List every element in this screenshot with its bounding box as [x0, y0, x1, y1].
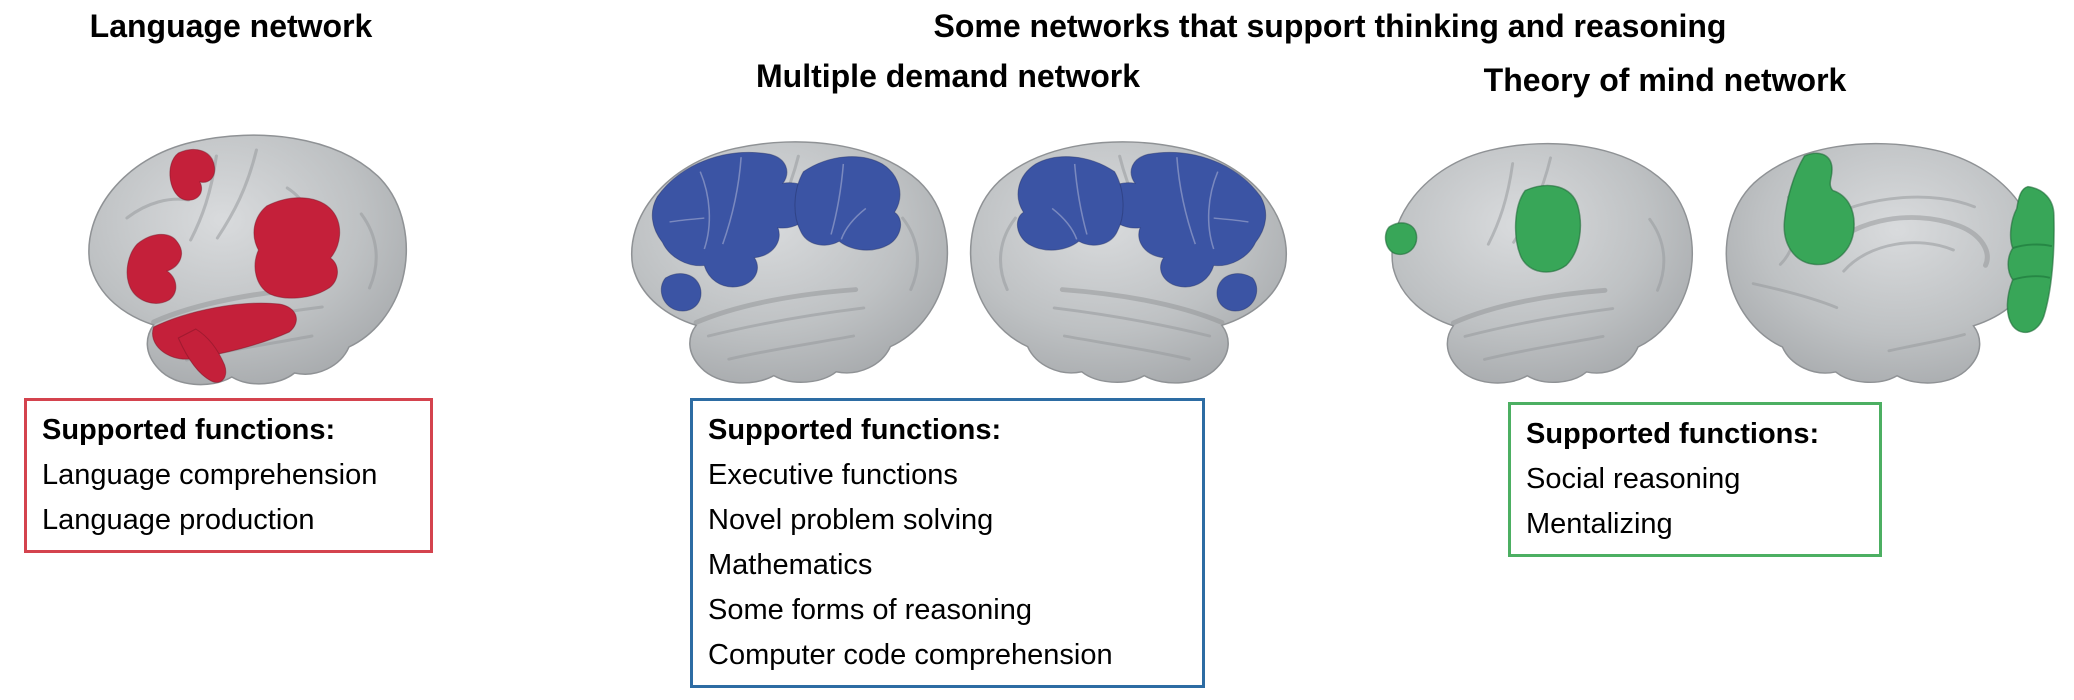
language-network-title: Language network: [89, 8, 373, 44]
medial-prefrontal-subdivisions: [2012, 243, 2053, 281]
precuneus-region: [1783, 152, 1855, 266]
theory-of-mind-regions: [1384, 184, 1582, 273]
supported-functions-heading: Supported functions:: [42, 414, 336, 446]
function-item: Mentalizing: [1526, 508, 1673, 540]
main-title: Some networks that support thinking and …: [933, 8, 1727, 44]
frontal-md-region: [651, 151, 815, 288]
brain-outline: [1725, 142, 2038, 384]
multiple-demand-brain-left-illustration: [630, 141, 949, 384]
inferior-frontal-md-region: [660, 273, 702, 312]
multiple-demand-regions: [1016, 151, 1267, 312]
inferior-frontal-region: [126, 233, 182, 304]
supported-functions-heading: Supported functions:: [708, 414, 1002, 446]
temporal-pole-region: [177, 328, 227, 383]
tpj-region: [1514, 184, 1582, 273]
superior-frontal-region: [169, 149, 216, 201]
lateral-fissure: [1450, 287, 1608, 326]
medial-prefrontal-region: [2006, 185, 2055, 334]
multiple-demand-regions: [651, 151, 902, 312]
lateral-fissure: [1059, 287, 1225, 325]
multiple-demand-functions-box: Supported functions: Executive functions…: [690, 398, 1205, 688]
function-item: Language production: [42, 504, 315, 536]
function-item: Some forms of reasoning: [708, 594, 1032, 626]
theory-of-mind-brain-lateral-illustration: [1384, 142, 1693, 384]
language-regions: [126, 149, 341, 383]
theory-of-mind-regions: [1783, 152, 2055, 334]
parietal-md-region: [794, 156, 902, 251]
frontal-md-region: [1103, 151, 1267, 288]
theory-of-mind-title: Theory of mind network: [1483, 62, 1847, 98]
function-item: Novel problem solving: [708, 504, 994, 536]
language-brain-illustration: [88, 134, 407, 386]
multiple-demand-brain-right-illustration: [969, 141, 1288, 384]
parietal-md-region: [1016, 156, 1124, 251]
multiple-demand-title: Multiple demand network: [755, 58, 1141, 94]
parcel-boundaries: [1051, 157, 1249, 250]
brain-sulci: [1751, 195, 1976, 353]
function-item: Social reasoning: [1526, 463, 1741, 495]
lateral-fissure: [693, 287, 859, 325]
inferior-frontal-md-region: [1216, 273, 1258, 312]
function-item: Executive functions: [708, 459, 958, 491]
function-item: Language comprehension: [42, 459, 378, 491]
language-functions-box: Supported functions: Language comprehens…: [24, 398, 433, 553]
parcel-boundaries: [669, 157, 867, 250]
posterior-temporal-region: [253, 197, 341, 299]
supported-functions-heading: Supported functions:: [1526, 418, 1820, 450]
theory-of-mind-functions-box: Supported functions: Social reasoning Me…: [1508, 402, 1882, 557]
function-item: Mathematics: [708, 549, 873, 581]
function-item: Computer code comprehension: [708, 639, 1113, 671]
theory-of-mind-brain-medial-illustration: [1725, 142, 2055, 384]
anterior-frontal-region: [1384, 222, 1418, 256]
